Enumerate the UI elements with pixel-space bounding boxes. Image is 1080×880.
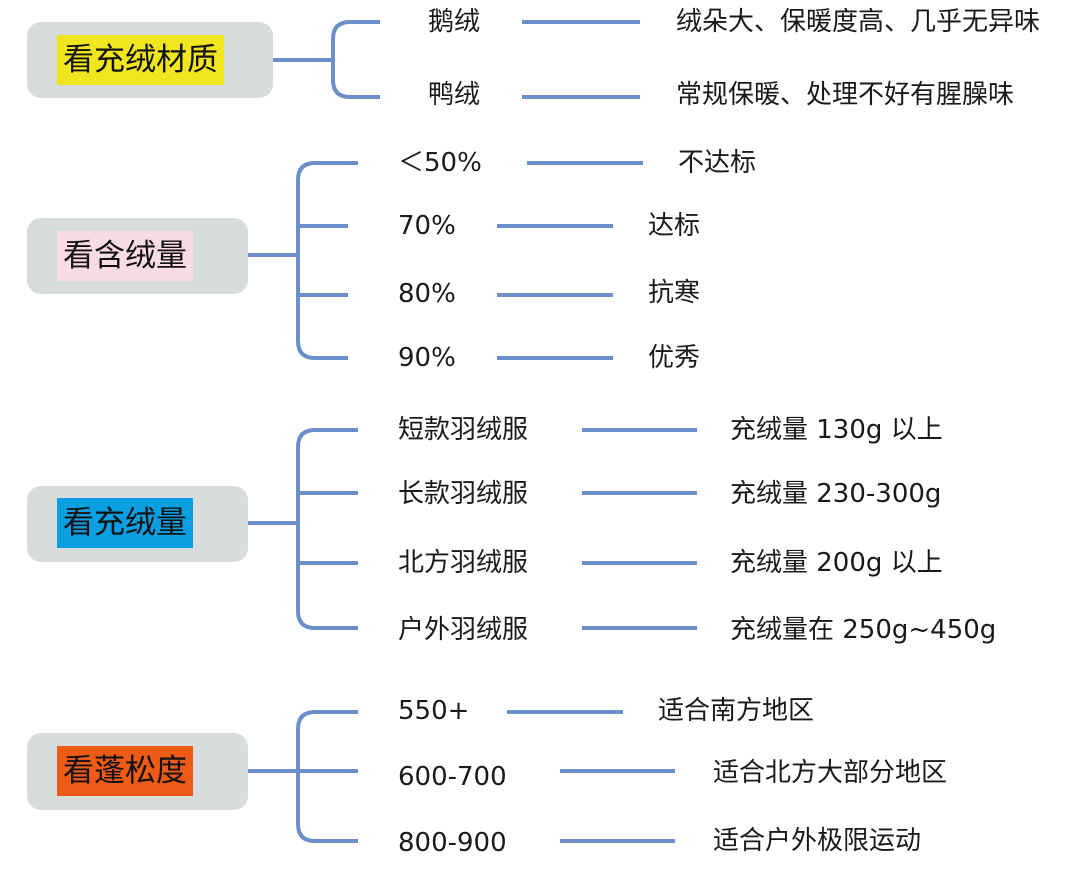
category-title: 看含绒量: [57, 231, 193, 281]
item-desc: 充绒量在 250g~450g: [730, 615, 997, 645]
item-label: 户外羽绒服: [398, 615, 529, 645]
item-desc: 充绒量 200g 以上: [730, 548, 943, 578]
category-title: 看充绒材质: [57, 35, 224, 85]
item-desc: 适合户外极限运动: [713, 826, 922, 856]
item-label: 北方羽绒服: [398, 548, 529, 578]
item-label: 600-700: [398, 762, 507, 792]
item-label: ＜50%: [398, 148, 482, 178]
item-label: 鸭绒: [428, 80, 481, 110]
item-label: 550+: [398, 696, 470, 726]
item-label: 鹅绒: [428, 7, 481, 37]
item-label: 长款羽绒服: [398, 479, 529, 509]
item-desc: 抗寒: [648, 278, 701, 308]
item-label: 短款羽绒服: [398, 415, 529, 445]
item-label: 70%: [398, 211, 456, 241]
category-title: 看蓬松度: [57, 746, 193, 796]
bracket-2: [296, 161, 358, 360]
category-title: 看充绒量: [57, 498, 193, 548]
item-label: 800-900: [398, 828, 507, 858]
bracket-4: [296, 710, 358, 843]
item-label: 90%: [398, 343, 456, 373]
item-desc: 不达标: [678, 148, 757, 178]
bracket-3: [296, 428, 358, 630]
item-desc: 适合南方地区: [658, 696, 815, 726]
item-label: 80%: [398, 279, 456, 309]
item-desc: 常规保暖、处理不好有腥臊味: [676, 80, 1015, 110]
item-desc: 优秀: [648, 343, 701, 373]
bracket-1: [331, 20, 380, 99]
item-desc: 充绒量 230-300g: [730, 479, 942, 509]
item-desc: 充绒量 130g 以上: [730, 415, 943, 445]
item-desc: 适合北方大部分地区: [713, 758, 948, 788]
item-desc: 达标: [648, 211, 701, 241]
item-desc: 绒朵大、保暖度高、几乎无异味: [676, 7, 1041, 37]
